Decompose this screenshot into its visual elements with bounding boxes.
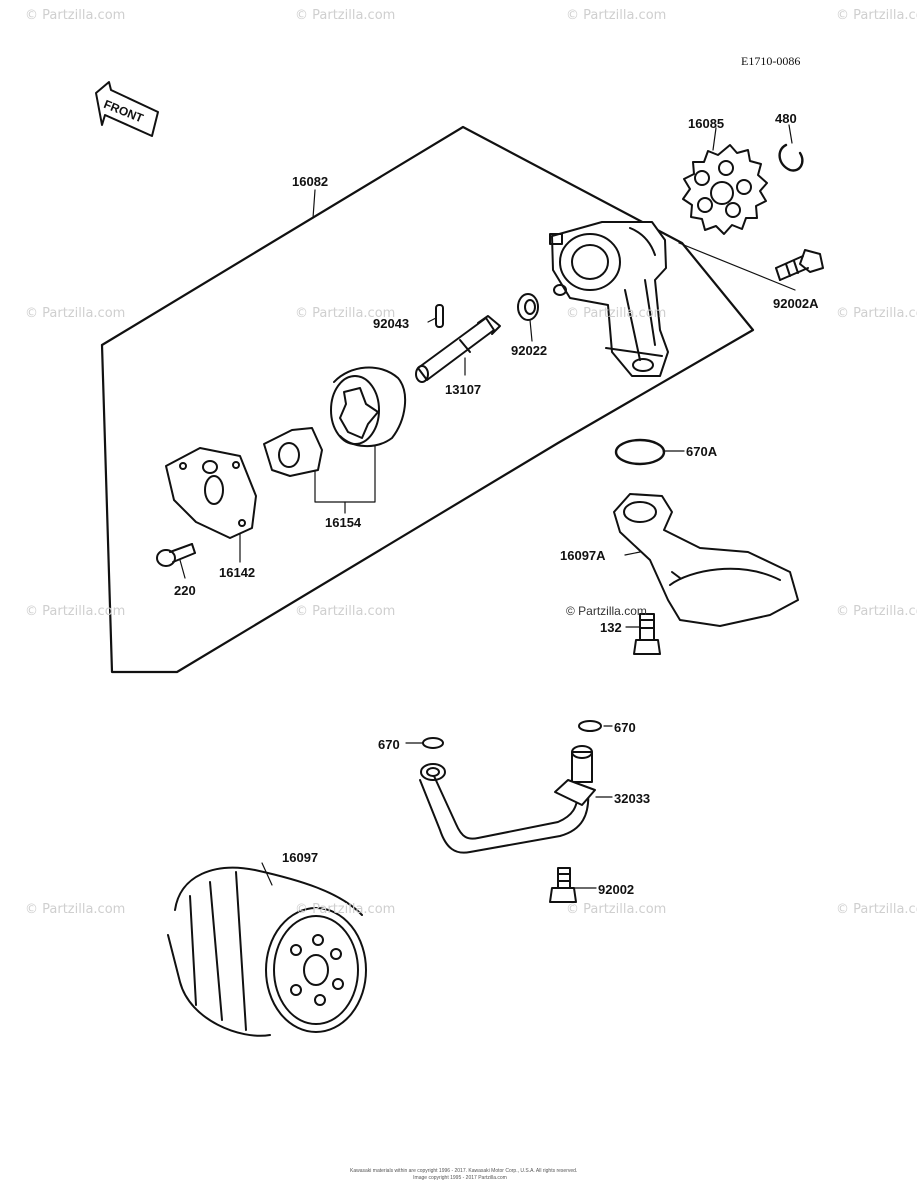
watermark: © Partzilla.com — [836, 8, 917, 23]
watermark: © Partzilla.com — [836, 604, 917, 619]
part-label-16097[interactable]: 16097 — [282, 850, 319, 865]
part-label-670-right[interactable]: 670 — [614, 720, 636, 735]
watermark: © Partzilla.com — [25, 604, 126, 619]
gear-16085 — [682, 144, 768, 235]
oring-670A — [614, 438, 666, 466]
bolt-92002 — [549, 867, 577, 903]
diagram-code: E1710-0086 — [741, 54, 801, 68]
part-label-16097A[interactable]: 16097A — [560, 548, 606, 563]
strainer-16097A — [613, 493, 799, 627]
part-label-480[interactable]: 480 — [775, 111, 797, 126]
part-label-670-left[interactable]: 670 — [378, 737, 400, 752]
bolt-92002A — [775, 249, 824, 281]
watermark: © Partzilla.com — [25, 902, 126, 917]
part-label-16142[interactable]: 16142 — [219, 565, 256, 580]
washer-92022 — [517, 293, 539, 321]
part-label-220[interactable]: 220 — [174, 583, 196, 598]
watermark: © Partzilla.com — [295, 604, 396, 619]
circlip-480 — [778, 143, 804, 172]
outer-rotor-16154 — [330, 366, 407, 447]
watermark: © Partzilla.com — [566, 306, 667, 321]
part-label-132[interactable]: 132 — [600, 620, 622, 635]
leader-lines — [179, 124, 796, 889]
watermark: © Partzilla.com — [566, 8, 667, 23]
screw-220 — [156, 543, 196, 567]
oring-670-left — [422, 737, 444, 749]
watermark: © Partzilla.com — [566, 902, 667, 917]
cover-16142 — [165, 447, 257, 539]
part-label-16085[interactable]: 16085 — [688, 116, 725, 131]
partzilla-center-link[interactable]: © Partzilla.com — [566, 604, 647, 618]
part-label-92002[interactable]: 92002 — [598, 882, 635, 897]
shaft-13107 — [415, 315, 501, 383]
watermark: © Partzilla.com — [25, 8, 126, 23]
part-label-16082[interactable]: 16082 — [292, 174, 329, 189]
bolt-132 — [633, 613, 661, 655]
part-label-92022[interactable]: 92022 — [511, 343, 548, 358]
pump-body — [549, 221, 669, 377]
front-arrow-icon — [95, 81, 159, 137]
pipe-32033 — [419, 745, 596, 854]
watermark: © Partzilla.com — [295, 306, 396, 321]
part-label-32033[interactable]: 32033 — [614, 791, 651, 806]
part-label-16154[interactable]: 16154 — [325, 515, 362, 530]
part-label-92002A[interactable]: 92002A — [773, 296, 819, 311]
part-label-92043[interactable]: 92043 — [373, 316, 410, 331]
part-label-13107[interactable]: 13107 — [445, 382, 482, 397]
inner-rotor — [263, 427, 323, 477]
oil-filter-16097 — [167, 866, 367, 1037]
watermark: © Partzilla.com — [836, 306, 917, 321]
watermark: © Partzilla.com — [295, 902, 396, 917]
watermark: © Partzilla.com — [25, 306, 126, 321]
pin-92043 — [435, 304, 444, 328]
watermark: © Partzilla.com — [836, 902, 917, 917]
oring-670-right — [578, 720, 602, 732]
watermark: © Partzilla.com — [295, 8, 396, 23]
kit-outline — [100, 125, 755, 674]
copyright-line-1: Kawasaki materials within are copyright … — [350, 1168, 578, 1174]
copyright-line-2: Image copyright 1995 - 2017 Partzilla.co… — [413, 1175, 507, 1181]
part-label-670A[interactable]: 670A — [686, 444, 718, 459]
